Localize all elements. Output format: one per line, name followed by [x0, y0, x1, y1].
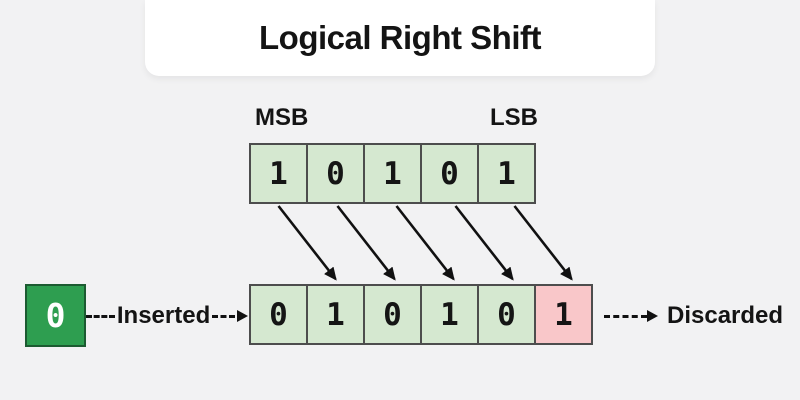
dashed-line	[604, 314, 647, 318]
discarded-bit-cell: 1	[534, 284, 593, 345]
top-bit-cell: 0	[306, 143, 365, 204]
bottom-bit-cell: 1	[420, 284, 479, 345]
shift-arrow-line	[336, 205, 396, 281]
dashed-line	[86, 314, 115, 318]
bottom-bit-cell: 1	[306, 284, 365, 345]
shift-arrow-line	[277, 205, 337, 281]
top-bit-cell: 0	[420, 143, 479, 204]
title-card: Logical Right Shift	[145, 0, 655, 76]
top-register: 1 0 1 0 1	[249, 143, 536, 204]
arrow-right-icon	[647, 310, 658, 322]
msb-label: MSB	[255, 104, 309, 131]
arrow-right-icon	[237, 310, 248, 322]
shift-arrow-line	[395, 205, 455, 281]
discarded-label: Discarded	[667, 302, 784, 329]
top-bit-cell: 1	[477, 143, 536, 204]
bottom-bit-cell: 0	[363, 284, 422, 345]
inserted-connector: Inserted	[86, 301, 248, 331]
bottom-register: 0 1 0 1 0 1	[249, 284, 593, 345]
discarded-connector: Discarded	[604, 301, 783, 331]
shift-arrow-line	[513, 205, 573, 281]
top-bit-cell: 1	[363, 143, 422, 204]
dashed-line	[212, 314, 236, 318]
diagram-title: Logical Right Shift	[259, 19, 541, 56]
lsb-label: LSB	[490, 104, 538, 131]
bottom-bit-cell: 0	[249, 284, 308, 345]
inserted-label: Inserted	[116, 302, 211, 329]
bottom-bit-cell: 0	[477, 284, 536, 345]
top-bit-cell: 1	[249, 143, 308, 204]
inserted-bit-cell: 0	[25, 284, 86, 347]
shift-arrow-line	[454, 205, 514, 281]
